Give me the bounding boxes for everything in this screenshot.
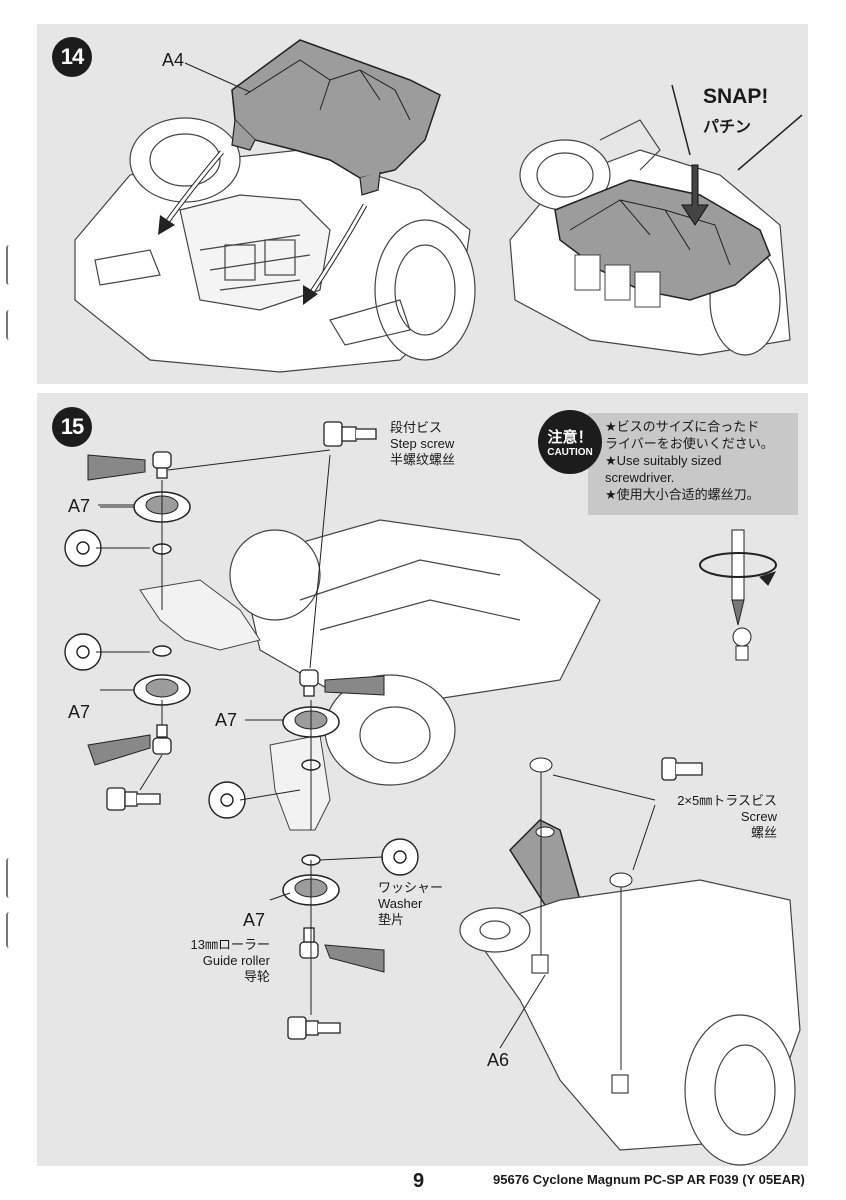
step-screw-jp: 段付ビス	[390, 420, 443, 435]
screwdriver-illustration	[699, 529, 777, 661]
page-number: 9	[413, 1170, 425, 1192]
roller-bracket-left	[139, 579, 331, 831]
snap-label-en: SNAP!	[703, 85, 769, 108]
assembly-lines	[96, 449, 384, 1015]
guide-rollers	[133, 491, 340, 906]
screw-jp: 2×5㎜トラスビス	[677, 793, 777, 808]
part-label-a7-top-left: A7	[68, 496, 91, 516]
guide-roller-en: Guide roller	[202, 953, 270, 968]
chassis-left-drawing	[74, 117, 476, 373]
caution-text: ★ビスのサイズに合ったド ライバーをお使いください。 ★Use suitably…	[605, 418, 774, 503]
screwdriver-arrows	[87, 454, 385, 973]
part-label-a6: A6	[487, 1050, 510, 1070]
part-label-a4: A4	[162, 50, 185, 70]
guide-roller-cn: 导轮	[243, 969, 270, 984]
step-screw-label: 段付ビス Step screw 半螺纹螺丝	[390, 420, 455, 468]
caution-badge: 注意！ CAUTION	[538, 410, 602, 474]
caution-en-line2: screwdriver.	[605, 470, 675, 485]
step-14-badge: 14	[52, 37, 92, 77]
step-screw-cn: 半螺纹螺丝	[390, 452, 456, 467]
part-a4-body-left	[231, 39, 441, 196]
screw-label: 2×5㎜トラスビス Screw 螺丝	[657, 793, 777, 841]
snap-label-jp: パチン	[703, 119, 752, 136]
step-15-badge: 15	[52, 407, 92, 447]
washer-en: Washer	[378, 896, 423, 911]
front-chassis-drawing	[459, 879, 801, 1166]
product-code: 95676 Cyclone Magnum PC-SP AR F039 (Y 05…	[493, 1172, 805, 1187]
caution-badge-en: CAUTION	[547, 447, 593, 458]
snap-arrow	[681, 164, 709, 226]
washer-cn: 垫片	[378, 912, 405, 927]
caution-jp-line2: ライバーをお使いください。	[605, 436, 774, 451]
washer-label: ワッシャー Washer 垫片	[378, 880, 443, 928]
screw-en: Screw	[740, 809, 777, 824]
leader-line	[184, 62, 251, 93]
washers	[64, 529, 419, 876]
caution-en-line1: ★Use suitably sized	[605, 453, 722, 468]
part-label-a7-bottom: A7	[243, 910, 266, 930]
caution-badge-jp: 注意！	[547, 429, 593, 446]
part-a4-body-right	[554, 179, 771, 308]
truss-screws	[499, 757, 656, 1070]
margin-mark	[6, 858, 14, 898]
margin-mark	[6, 310, 14, 340]
part-label-a7-bottom-left: A7	[68, 702, 91, 722]
margin-mark	[6, 912, 14, 948]
step-screws	[106, 421, 703, 1040]
part-label-a7-mid: A7	[215, 710, 238, 730]
washer-jp: ワッシャー	[378, 880, 444, 895]
caution-box	[588, 413, 798, 515]
car-outline-drawing	[229, 519, 601, 786]
caution-jp-line1: ★ビスのサイズに合ったド	[605, 419, 760, 434]
margin-mark	[6, 245, 14, 285]
screw-cn: 螺丝	[750, 825, 777, 840]
guide-roller-jp: 13㎜ローラー	[190, 937, 270, 952]
caution-cn: ★使用大小合适的螺丝刀。	[605, 487, 760, 502]
guide-roller-label: 13㎜ローラー Guide roller 导轮	[158, 937, 270, 985]
step-screw-en: Step screw	[390, 436, 455, 451]
